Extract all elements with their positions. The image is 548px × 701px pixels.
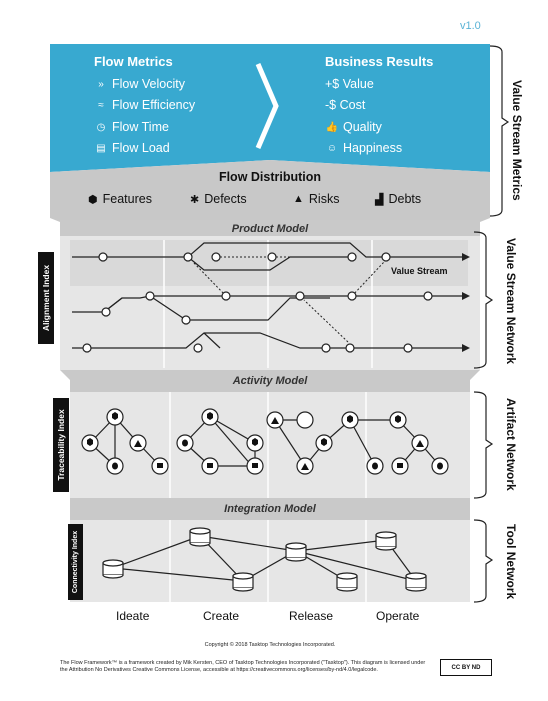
tool-network-label: Tool Network [504, 524, 518, 600]
defects-item: ✱Defects [190, 192, 247, 206]
tool-network-panel [70, 520, 470, 602]
thumbs-up-icon: 👍 [325, 121, 339, 133]
product-model-band [60, 220, 480, 238]
alignment-index: Alignment Index [38, 252, 54, 344]
flow-distribution-title: Flow Distribution [218, 170, 322, 184]
flow-efficiency-icon: ≈ [98, 99, 104, 111]
value-item: +$ Value [325, 77, 374, 91]
chevron-arrow-icon [255, 63, 279, 149]
risks-item: ▲Risks [293, 192, 340, 206]
smiley-icon: ☺ [326, 142, 338, 154]
activity-model-label: Activity Model [232, 375, 308, 387]
side-brackets [473, 45, 510, 603]
flow-velocity-icon: » [98, 78, 104, 90]
metrics-panel [50, 44, 490, 172]
copyright-text: Copyright © 2018 Tasktop Technologies In… [204, 642, 336, 648]
risks-icon: ▲ [293, 193, 304, 205]
phase-create: Create [203, 609, 240, 623]
debts-item: ▟Debts [375, 192, 422, 206]
artifact-glyphs [87, 412, 443, 470]
flow-load-item: ▤Flow Load [94, 141, 169, 155]
cc-badge-text: CC BY ND [451, 664, 481, 671]
phase-operate: Operate [376, 609, 420, 623]
features-icon: ⬢ [88, 193, 98, 206]
license-text: The Flow Framework™ is a framework creat… [60, 660, 426, 673]
traceability-index: Traceability Index [53, 398, 69, 492]
product-model-label: Product Model [231, 223, 309, 235]
flow-time-icon: ◷ [96, 121, 106, 133]
arrowheads [462, 253, 470, 352]
flow-efficiency-item: ≈Flow Efficiency [94, 98, 195, 112]
integration-model-band [70, 498, 470, 520]
debts-icon: ▟ [375, 193, 384, 206]
defects-icon: ✱ [190, 193, 200, 206]
phase-release: Release [289, 609, 334, 623]
version-label: v1.0 [460, 20, 481, 32]
happiness-item: ☺Happiness [326, 141, 403, 155]
value-stream-nodes [82, 252, 433, 353]
artifact-network-label: Artifact Network [504, 398, 518, 491]
value-stream-network-label: Value Stream Network [504, 238, 518, 365]
features-item: ⬢Features [88, 192, 152, 206]
quality-item: 👍Quality [325, 120, 382, 134]
flow-load-icon: ▤ [96, 142, 106, 154]
integration-model-label: Integration Model [224, 503, 316, 515]
cost-item: -$ Cost [325, 98, 366, 112]
flow-distribution-band [50, 160, 490, 226]
connectivity-index: Connectivity Index [68, 524, 83, 600]
tool-databases [102, 527, 427, 592]
business-results-title: Business Results [325, 54, 434, 69]
flow-metrics-title: Flow Metrics [94, 54, 173, 69]
value-stream-label: Value Stream [391, 266, 448, 276]
activity-model-band [60, 370, 480, 392]
cc-license-badge-icon[interactable]: CC BY ND [440, 659, 492, 676]
phase-ideate: Ideate [116, 609, 150, 623]
flow-velocity-item: »Flow Velocity [94, 77, 185, 91]
value-stream-metrics-label: Value Stream Metrics [510, 80, 524, 201]
flow-time-item: ◷Flow Time [94, 120, 169, 134]
